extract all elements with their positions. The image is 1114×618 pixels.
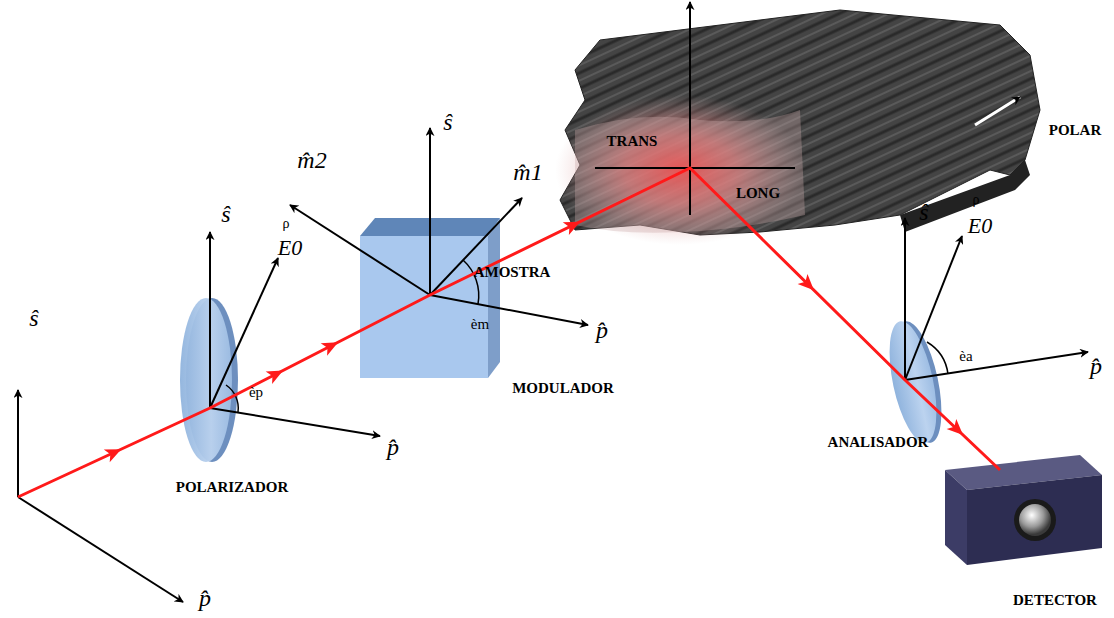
axis-label: ŝ: [221, 202, 230, 226]
beam-arrowhead: [104, 443, 124, 462]
component-label: MODULADOR: [512, 381, 614, 396]
vector-mark: ρ: [973, 193, 980, 207]
analyzer: [881, 218, 1088, 447]
axis-label: p̂: [387, 435, 399, 459]
geometry-label: LONG: [736, 186, 780, 201]
component-label: POLARIZADOR: [176, 480, 289, 495]
axis-label: p̂: [1090, 354, 1102, 378]
beam-arrowhead: [563, 215, 584, 235]
axis-label: p̂: [199, 586, 211, 610]
axis-label: ŝ: [919, 200, 928, 224]
angle-label: èm: [471, 317, 489, 332]
component-label: ANALISADOR: [828, 435, 929, 450]
field-label: E0: [968, 215, 992, 237]
reference-axes: [18, 390, 183, 602]
component-label: DETECTOR: [1013, 593, 1097, 608]
beam-arrowhead: [798, 274, 819, 295]
vector-mark: ρ: [283, 217, 290, 231]
axis-label: m̂1: [513, 160, 542, 184]
sample: [555, 2, 1040, 245]
polar-arrow: [975, 97, 1020, 125]
geometry-label: POLAR: [1049, 123, 1102, 138]
polarizer: [180, 232, 380, 462]
modulator: [290, 128, 588, 378]
axis-label: ŝ: [443, 110, 452, 134]
beam-arrowhead: [947, 419, 968, 440]
axis-label: m̂2: [297, 148, 326, 172]
detector: [945, 455, 1102, 565]
axis-label: ŝ: [29, 306, 38, 330]
beam-arrowhead: [266, 364, 287, 384]
field-label: E0: [278, 237, 302, 259]
geometry-label: TRANS: [607, 134, 658, 149]
component-label: AMOSTRA: [474, 265, 551, 280]
axis-label: p̂: [596, 318, 608, 342]
beam-arrowhead: [321, 336, 342, 356]
angle-label: èa: [959, 349, 972, 364]
angle-label: èp: [249, 385, 263, 400]
laser-beam: [18, 168, 1000, 497]
laser-path: [18, 168, 1000, 497]
